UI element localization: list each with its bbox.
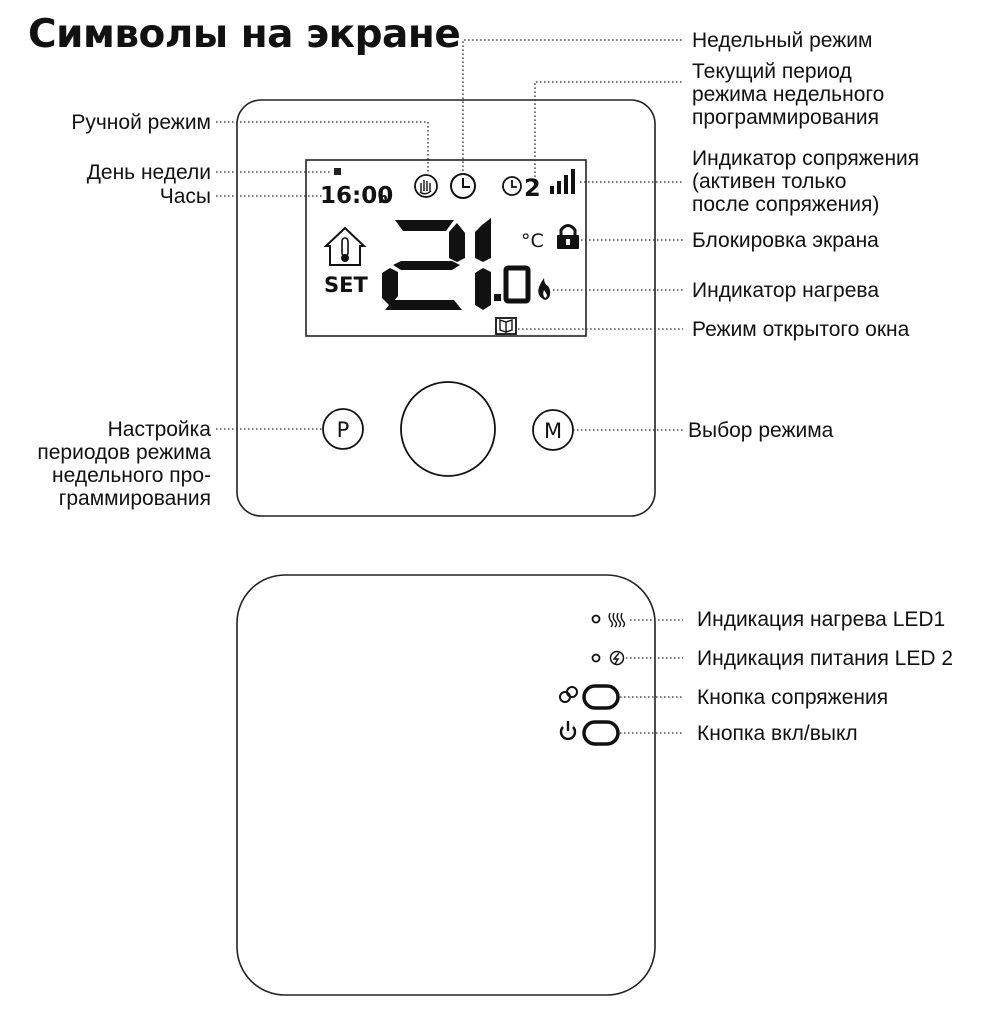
label-period-setup-line2: периодов режима: [37, 441, 211, 464]
heating-waves-icon: [608, 612, 626, 628]
thermostat-device: 16:00 h 2 SET: [236, 99, 656, 517]
house-thermometer-icon: [323, 226, 367, 266]
label-led2: Индикация питания LED 2: [697, 647, 954, 670]
label-pairing-indicator-line3: после сопряжения): [692, 193, 880, 216]
pair-button[interactable]: [582, 684, 620, 710]
label-weekly-mode: Недельный режим: [692, 29, 873, 52]
set-label: SET: [324, 273, 368, 297]
label-led1: Индикация нагрева LED1: [697, 608, 946, 631]
receiver-device: [236, 574, 656, 996]
screen-lock-icon: [557, 224, 579, 249]
label-current-period-line1: Текущий период: [692, 60, 852, 83]
link-icon: [559, 686, 578, 703]
label-pairing-indicator-line2: (активен только: [692, 170, 847, 193]
power-button[interactable]: [582, 720, 620, 746]
label-period-setup-line1: Настройка: [107, 418, 211, 441]
label-period-setup-line3: недельного про-: [52, 464, 211, 487]
m-button-label: M: [544, 419, 562, 443]
label-clock: Часы: [159, 185, 211, 208]
label-open-window: Режим открытого окна: [692, 318, 910, 341]
thermostat-body: [236, 99, 656, 517]
label-mode-select: Выбор режима: [688, 419, 834, 442]
m-button[interactable]: M: [532, 409, 574, 451]
label-pairing-indicator: Индикатор сопряжения (активен только пос…: [692, 147, 919, 216]
receiver-leader-lines: [620, 619, 683, 734]
label-current-period-line3: программирования: [692, 106, 880, 129]
receiver-body: [236, 574, 656, 996]
center-knob[interactable]: [400, 381, 496, 477]
temperature-decimal-digit: [503, 265, 531, 304]
led1-indicator: [591, 614, 601, 624]
p-button[interactable]: P: [322, 408, 364, 450]
clock-suffix: h: [378, 191, 388, 207]
unit-label: °C: [521, 230, 544, 252]
current-period-clock-icon: [502, 176, 522, 196]
power-icon: [559, 721, 577, 741]
label-screen-lock: Блокировка экрана: [692, 229, 879, 252]
page-title: Символы на экране: [28, 12, 461, 57]
label-period-setup-line4: граммирования: [58, 487, 211, 510]
label-current-period: Текущий период режима недельного програм…: [692, 60, 884, 129]
manual-mode-icon: [414, 174, 438, 198]
led2-indicator: [591, 653, 601, 663]
thermostat-leader-lines: [216, 39, 683, 431]
temperature-digit-ones: [475, 218, 491, 310]
heating-flame-icon: [538, 278, 551, 300]
clock-display: 16:00: [320, 183, 393, 209]
p-button-label: P: [337, 418, 350, 442]
weekly-mode-clock-icon: [450, 173, 476, 199]
label-pairing-indicator-line1: Индикатор сопряжения: [692, 147, 920, 170]
temperature-digit-tens: [382, 220, 465, 310]
label-heating-indicator: Индикатор нагрева: [692, 279, 880, 302]
temperature-decimal-point: [494, 294, 501, 301]
open-window-icon: [495, 317, 517, 335]
current-period-number: 2: [524, 174, 541, 202]
weekday-indicator: [334, 168, 341, 175]
label-pair-button: Кнопка сопряжения: [697, 686, 889, 709]
label-weekday: День недели: [86, 161, 211, 184]
label-manual-mode: Ручной режим: [71, 111, 211, 134]
label-current-period-line2: режима недельного: [692, 83, 885, 106]
label-period-setup: Настройка периодов режима недельного про…: [37, 418, 211, 510]
signal-bars-icon: [550, 169, 575, 194]
power-plug-icon: [609, 650, 625, 666]
lcd-screen: [305, 159, 587, 337]
label-power-button: Кнопка вкл/выкл: [697, 722, 858, 745]
